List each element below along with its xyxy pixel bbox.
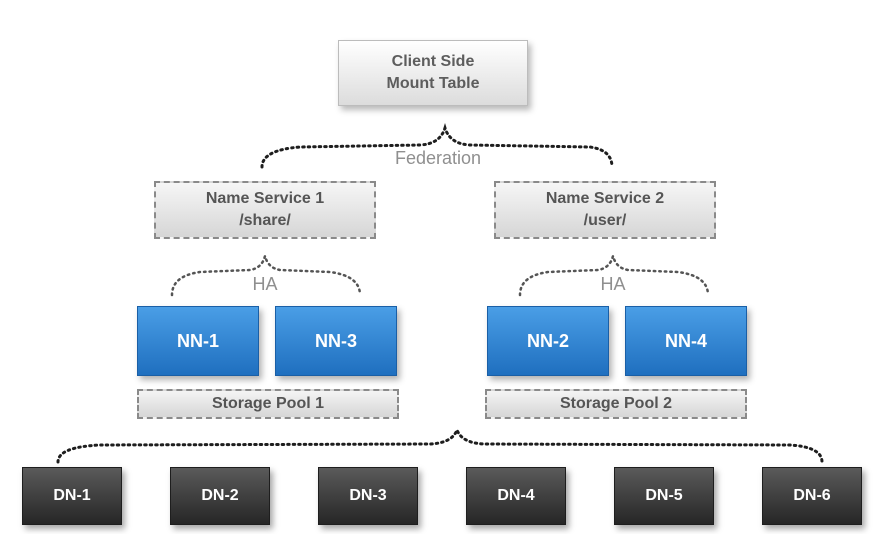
datanode-brace	[56, 425, 824, 464]
name-service-1-path: /share/	[239, 212, 291, 229]
mount-table-line1: Client Side	[391, 53, 475, 70]
name-service-2-path: /user/	[583, 212, 627, 229]
name-service-1: Name Service 1 /share/	[154, 181, 376, 239]
datanode-dn-2: DN-2	[170, 467, 270, 525]
namenode-nn-4: NN-4	[625, 306, 747, 376]
datanode-dn-3: DN-3	[318, 467, 418, 525]
datanode-dn-1: DN-1	[22, 467, 122, 525]
ha-brace-left	[170, 255, 362, 297]
namenode-nn-3: NN-3	[275, 306, 397, 376]
datanode-dn-4: DN-4	[466, 467, 566, 525]
name-service-2: Name Service 2 /user/	[494, 181, 716, 239]
ha-label-left: HA	[252, 274, 278, 294]
ha-label-right: HA	[600, 274, 626, 294]
name-service-1-title: Name Service 1	[205, 190, 325, 207]
datanode-dn-5: DN-5	[614, 467, 714, 525]
namenode-nn-1: NN-1	[137, 306, 259, 376]
ha-brace-right	[518, 255, 710, 297]
name-service-2-title: Name Service 2	[545, 190, 665, 207]
mount-table-line2: Mount Table	[386, 75, 480, 92]
storage-pool-2: Storage Pool 2	[485, 389, 747, 419]
client-side-mount-table: Client Side Mount Table	[338, 40, 528, 106]
namenode-nn-2: NN-2	[487, 306, 609, 376]
federation-brace	[260, 122, 614, 169]
storage-pool-1: Storage Pool 1	[137, 389, 399, 419]
datanode-dn-6: DN-6	[762, 467, 862, 525]
federation-label: Federation	[394, 148, 482, 168]
